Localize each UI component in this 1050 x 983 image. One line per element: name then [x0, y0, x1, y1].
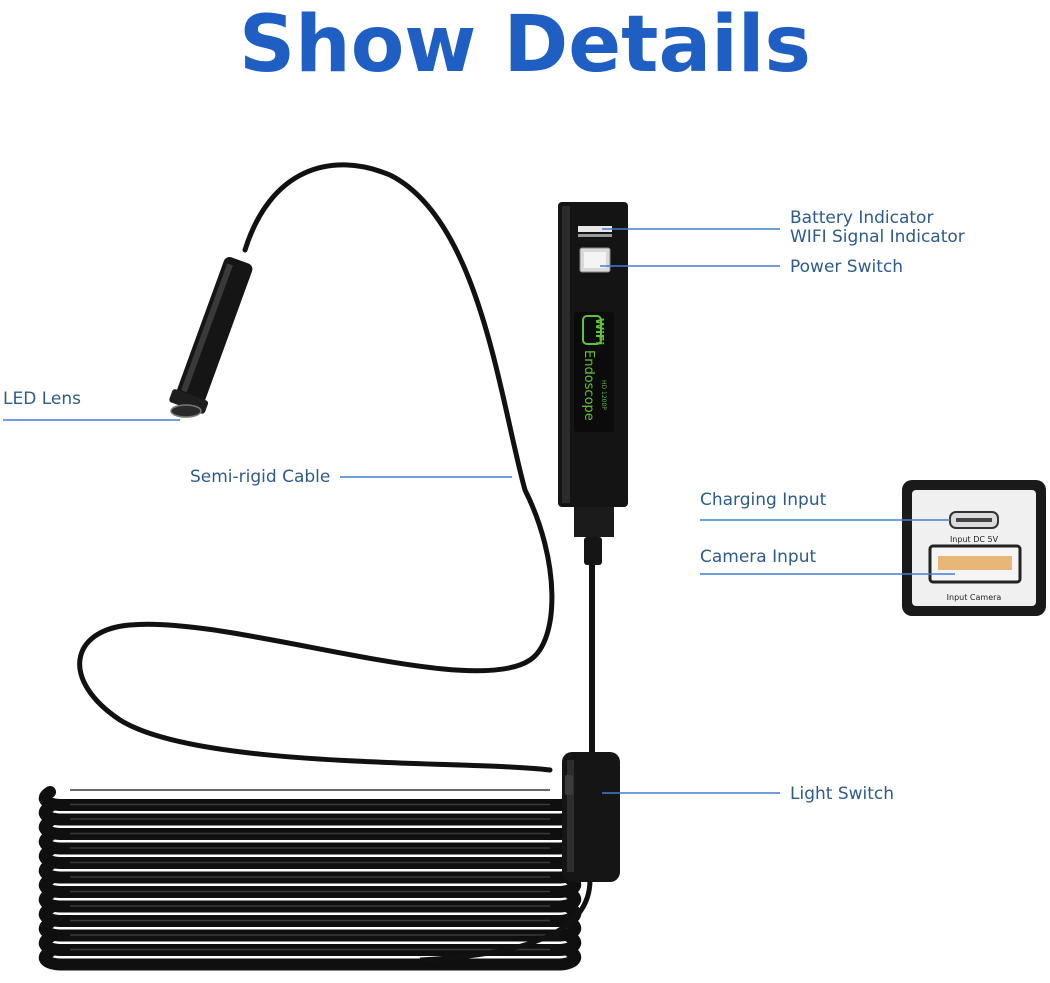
semi-rigid-cable	[77, 162, 555, 773]
usb-cable-lower	[419, 879, 593, 963]
label-light-switch: Light Switch	[790, 784, 895, 804]
light-switch-icon	[565, 775, 573, 795]
wifi-transmitter: WiFi Endoscope HD 1200P	[558, 202, 628, 565]
light-switch-housing	[562, 752, 620, 882]
wifi-badge-icon	[582, 315, 602, 345]
cable-coil-loop	[38, 786, 582, 811]
label-charging-input: Charging Input	[700, 490, 827, 510]
leader-lines	[3, 228, 955, 794]
label-led-lens: LED Lens	[3, 389, 81, 409]
dc-input-label: Input DC 5V	[950, 535, 999, 544]
wifi-badge: WiFi	[593, 318, 606, 345]
label-power-switch: Power Switch	[790, 257, 904, 277]
camera-input-label: Input Camera	[947, 593, 1002, 602]
page-title: Show Details	[239, 0, 811, 90]
cable-coil-loop	[38, 945, 582, 971]
led-lens-icon	[170, 404, 202, 418]
battery-indicator-icon	[578, 226, 612, 232]
lens-tube	[169, 257, 253, 414]
label-battery-indicator: Battery Indicator	[790, 208, 934, 228]
label-semi-rigid-cable: Semi-rigid Cable	[190, 467, 331, 487]
wifi-signal-indicator-icon	[578, 234, 612, 237]
label-camera-input: Camera Input	[700, 547, 817, 567]
device-brand: Endoscope	[581, 350, 596, 421]
cable-coil	[38, 786, 582, 971]
port-panel: Input DC 5V Input Camera	[902, 480, 1046, 616]
device-model: HD 1200P	[600, 380, 607, 410]
label-wifi-signal-indicator: WIFI Signal Indicator	[790, 227, 965, 247]
